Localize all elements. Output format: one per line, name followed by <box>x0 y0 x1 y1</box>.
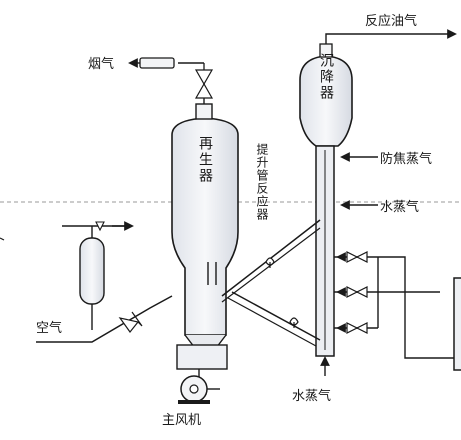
regenerator-label-char-1: 再生器 <box>197 136 213 184</box>
settler-label: 沉降器 <box>318 53 334 101</box>
flue-gas-label: 烟气 <box>88 56 114 72</box>
flue-gas-valve-icon[interactable] <box>194 69 214 99</box>
anti-coking-steam-label: 防焦蒸气 <box>380 151 432 167</box>
lower-slide-valve-icon[interactable] <box>289 317 299 328</box>
settler-vessel <box>299 55 353 147</box>
feed-tank-edge <box>453 277 461 371</box>
main-blower-hub <box>189 384 199 394</box>
main-blower-label: 主风机 <box>162 413 201 428</box>
feed-valve-1-icon[interactable] <box>346 251 368 263</box>
spent-catalyst-line <box>231 291 321 341</box>
regenerator-vessel <box>171 117 239 336</box>
reaction-oil-gas-pipe <box>325 29 457 44</box>
air-tank-header-valve-icon[interactable] <box>95 221 105 232</box>
upper-steam-label: 水蒸气 <box>380 199 419 215</box>
air-label: 空气 <box>36 320 62 336</box>
air-distributor-box <box>176 344 228 370</box>
riser-reactor-label: 提升管反应器 <box>255 142 269 221</box>
air-line-valve-icon[interactable] <box>118 311 143 333</box>
air-line <box>36 295 173 343</box>
spent-catalyst-line-inner <box>227 297 317 347</box>
flue-gas-nozzle <box>139 57 175 69</box>
feed-valve-2-icon[interactable] <box>346 286 368 298</box>
feed-outlet-pipe <box>378 256 461 359</box>
main-blower-base <box>178 400 210 404</box>
reaction-oil-gas-label: 反应油气 <box>365 13 417 29</box>
upper-slide-valve-icon[interactable] <box>265 257 275 268</box>
feed-valve-3-icon[interactable] <box>346 322 368 334</box>
left-edge-mark <box>0 237 5 241</box>
bottom-steam-label: 水蒸气 <box>292 388 331 404</box>
regenerator-top-neck <box>195 103 213 120</box>
air-tank <box>79 237 105 305</box>
